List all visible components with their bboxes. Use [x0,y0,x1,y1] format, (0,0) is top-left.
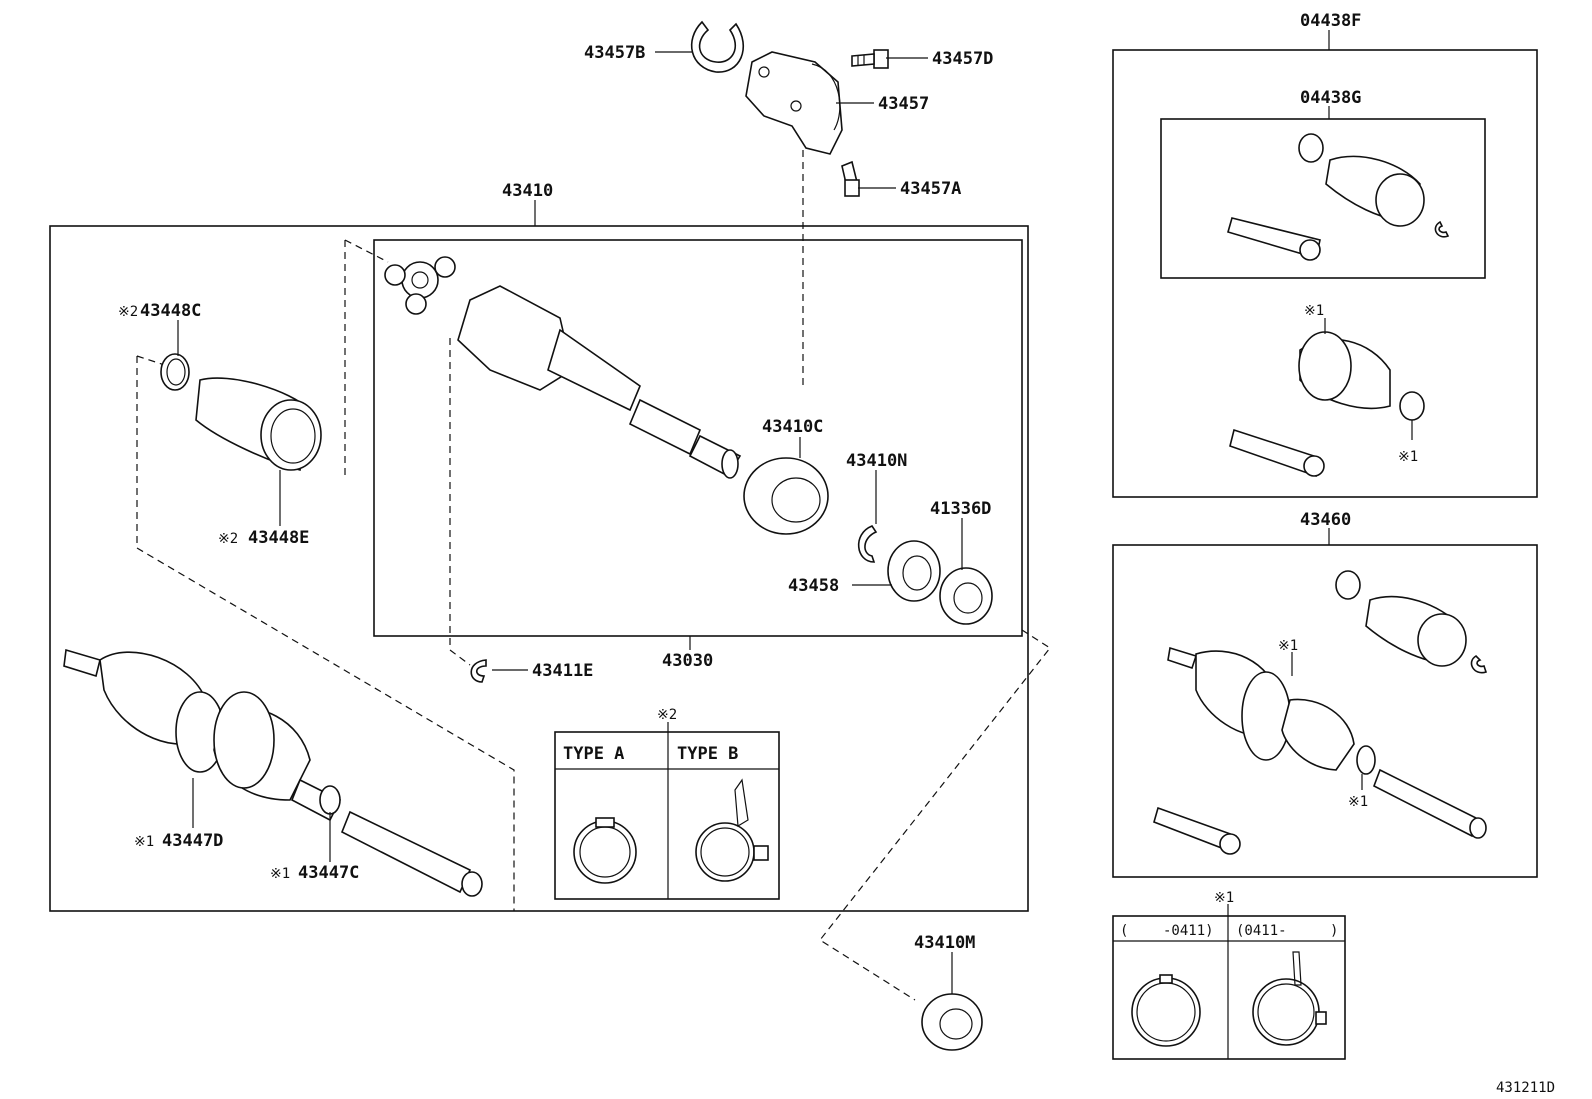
kit-frame-04438G [1160,118,1486,279]
clamp-type-table: TYPE A TYPE B [554,731,780,900]
bolt-43457D-icon [851,49,889,69]
assembly-frame-43460 [1112,544,1538,878]
mark-kit-upper: ※1 [1304,303,1324,319]
diagram-id: 431211D [1496,1080,1555,1096]
label-43410M: 43410M [914,933,975,953]
clamp-type-a-icon [573,817,637,884]
kit-frame-04438F [1112,49,1538,498]
label-43460: 43460 [1300,510,1351,530]
date-left-open: ( [1120,923,1128,939]
label-43447D: 43447D [162,831,223,851]
date-right-close: ) [1330,923,1338,939]
label-43448C: 43448C [140,301,201,321]
clip-43457B-icon [691,20,745,73]
inner-joint-frame-43030 [373,239,1023,637]
mark-type-table: ※2 [657,707,677,723]
mark-43448E: ※2 [218,531,238,547]
tripod-joint-icon [384,256,456,315]
bearing-bracket-43457-icon [745,51,843,155]
clamp-early-icon [1131,974,1201,1047]
label-43458: 43458 [788,576,839,596]
mark-43447D: ※1 [134,834,154,850]
bearing-43410C-icon [743,457,829,535]
kit-04438F-parts-icon [1229,331,1425,478]
assembly-frame-43410 [49,225,1029,912]
mark-date-table: ※1 [1214,890,1234,906]
mark-43448C: ※2 [118,304,138,320]
label-43457D: 43457D [932,49,993,69]
mark-kit-lower: ※1 [1398,449,1418,465]
clamp-43448C-icon [160,353,190,391]
seal-41336D-icon [939,567,993,625]
label-43410N: 43410N [846,451,907,471]
mark-43460-upper: ※1 [1278,638,1298,654]
type-b-label: TYPE B [677,744,738,764]
clamp-date-table: ( -0411) (0411- ) [1112,915,1346,1060]
label-43457A: 43457A [900,179,961,199]
seal-43410M-icon [921,993,983,1051]
drive-shaft-assembly-icon [63,648,483,897]
clamp-late-icon [1252,951,1327,1046]
leader-lines [177,30,1413,994]
label-43410: 43410 [502,181,553,201]
label-43030: 43030 [662,651,713,671]
inner-joint-shaft-43030-icon [457,285,742,479]
assembly-43460-parts-icon [1153,570,1488,855]
type-a-label: TYPE A [563,744,624,764]
snap-ring-43411E-icon [470,659,487,683]
label-43457: 43457 [878,94,929,114]
label-43457B: 43457B [584,43,645,63]
clamp-type-b-icon [695,778,769,882]
label-43447C: 43447C [298,863,359,883]
dashed-guide-snapring [449,338,471,666]
snap-ring-43410N-icon [857,525,878,563]
mark-43447C: ※1 [270,866,290,882]
date-right-range: (0411- [1236,923,1287,939]
dashed-guide-seal [819,629,1051,1001]
label-41336D: 41336D [930,499,991,519]
label-43448E: 43448E [248,528,309,548]
dashed-guide-boot-upper [344,239,389,475]
label-43410C: 43410C [762,417,823,437]
kit-04438G-parts-icon [1227,133,1450,261]
bolt-43457A-icon [841,160,860,197]
label-43411E: 43411E [532,661,593,681]
mark-43460-lower: ※1 [1348,794,1368,810]
label-04438F: 04438F [1300,11,1361,31]
label-04438G: 04438G [1300,88,1361,108]
boot-43448E-icon [195,377,322,472]
date-left-range: -0411) [1163,923,1214,939]
seal-43458-icon [887,540,941,602]
